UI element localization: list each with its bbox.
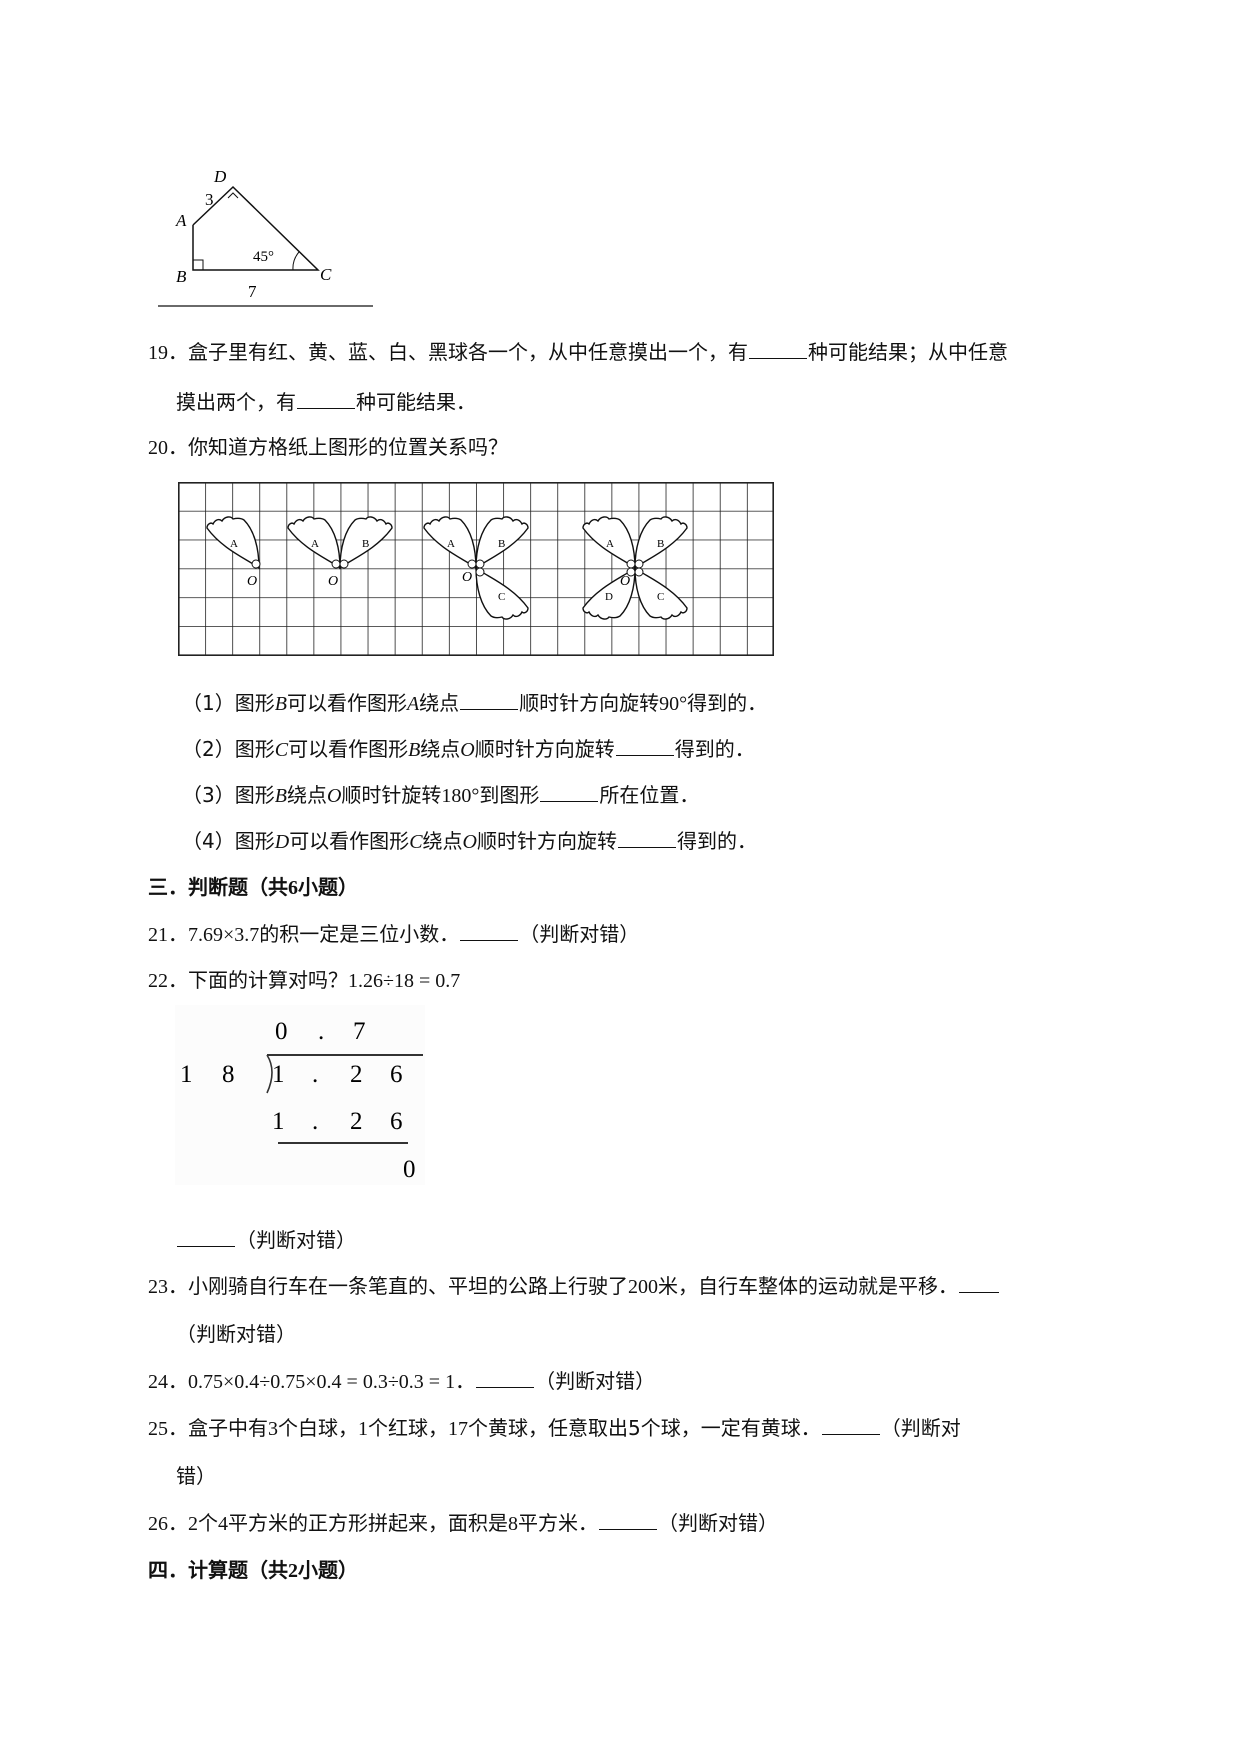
question-20-sub-4: （4）图形D可以看作图形C绕点O顺时针方向旋转得到的． [182, 827, 757, 853]
question-24: 24．0.75×0.4÷0.75×0.4 = 0.3÷0.3 = 1．（判断对错… [148, 1367, 656, 1393]
svg-text:6: 6 [390, 1061, 403, 1088]
question-21: 21．7.69×3.7的积一定是三位小数．（判断对错） [148, 920, 640, 946]
answer-blank[interactable] [177, 1226, 235, 1247]
svg-text:1: 1 [180, 1061, 193, 1088]
svg-text:O: O [328, 574, 338, 589]
side-BC-length: 7 [248, 282, 257, 301]
svg-text:D: D [605, 591, 613, 603]
answer-blank[interactable] [460, 920, 519, 941]
answer-blank[interactable] [297, 388, 355, 409]
question-25: 25．盒子中有3个白球，1个红球，17个黄球，任意取出5个球，一定有黄球．（判断… [148, 1414, 961, 1440]
answer-blank[interactable] [821, 1414, 880, 1435]
answer-blank[interactable] [749, 338, 807, 359]
svg-text:0: 0 [403, 1156, 416, 1183]
question-23-line2: （判断对错） [176, 1322, 296, 1346]
svg-text:8: 8 [222, 1061, 235, 1088]
svg-text:A: A [311, 538, 319, 550]
question-25-line2: 错） [176, 1464, 216, 1488]
answer-blank[interactable] [599, 1509, 657, 1530]
svg-text:6: 6 [390, 1108, 403, 1135]
question-22-answer: （判断对错） [176, 1226, 356, 1254]
answer-blank[interactable] [959, 1272, 999, 1293]
label-A: A [175, 211, 187, 230]
svg-text:2: 2 [350, 1108, 363, 1135]
svg-text:B: B [657, 538, 664, 550]
question-19-line2: 摸出两个，有种可能结果． [176, 388, 476, 414]
svg-text:A: A [447, 538, 455, 550]
answer-blank[interactable] [460, 689, 519, 710]
angle-C: 45° [253, 249, 274, 265]
question-20-sub-2: （2）图形C可以看作图形B绕点O顺时针方向旋转得到的． [182, 735, 755, 761]
petal-label-A: A [230, 538, 238, 550]
section-3-heading: 三．判断题（共6小题） [148, 875, 358, 899]
svg-text:C: C [498, 591, 505, 603]
answer-blank[interactable] [476, 1367, 535, 1388]
label-C: C [320, 265, 332, 284]
svg-text:0: 0 [275, 1018, 288, 1045]
rotation-grid-figure: A O A B O A B C O [178, 482, 775, 656]
svg-text:.: . [312, 1061, 318, 1088]
answer-blank[interactable] [615, 735, 674, 756]
section-4-heading: 四．计算题（共2小题） [148, 1558, 358, 1582]
svg-text:C: C [657, 591, 664, 603]
svg-text:O: O [462, 570, 472, 585]
question-19: 19．盒子里有红、黄、蓝、白、黑球各一个，从中任意摸出一个，有种可能结果；从中任… [148, 338, 1008, 364]
long-division-figure: 0 . 7 1 8 1 . 2 6 1 . 2 6 0 [175, 1005, 425, 1185]
svg-text:B: B [362, 538, 369, 550]
svg-text:7: 7 [353, 1018, 366, 1045]
svg-text:.: . [318, 1018, 324, 1045]
question-22: 22．下面的计算对吗？1.26÷18 = 0.7 [148, 968, 461, 992]
svg-text:A: A [606, 538, 614, 550]
center-label-O: O [247, 574, 257, 589]
answer-blank[interactable] [540, 781, 599, 802]
question-20: 20．你知道方格纸上图形的位置关系吗？ [148, 435, 508, 459]
svg-text:2: 2 [350, 1061, 363, 1088]
svg-text:O: O [620, 574, 630, 589]
question-20-sub-1: （1）图形B可以看作图形A绕点顺时针方向旋转90°得到的． [182, 689, 768, 715]
quadrilateral-figure: D 3 A B C 45° 7 [158, 160, 373, 310]
svg-text:B: B [498, 538, 505, 550]
question-23: 23．小刚骑自行车在一条笔直的、平坦的公路上行驶了200米，自行车整体的运动就是… [148, 1272, 1000, 1301]
svg-text:1: 1 [272, 1061, 285, 1088]
question-26: 26．2个4平方米的正方形拼起来，面积是8平方米．（判断对错） [148, 1509, 778, 1535]
label-B: B [176, 267, 187, 286]
question-20-sub-3: （3）图形B绕点O顺时针旋转180°到图形所在位置． [182, 781, 700, 807]
answer-blank[interactable] [617, 827, 676, 848]
label-D: D [213, 167, 227, 186]
svg-text:1: 1 [272, 1108, 285, 1135]
side-AD-length: 3 [205, 190, 214, 209]
svg-text:.: . [312, 1108, 318, 1135]
